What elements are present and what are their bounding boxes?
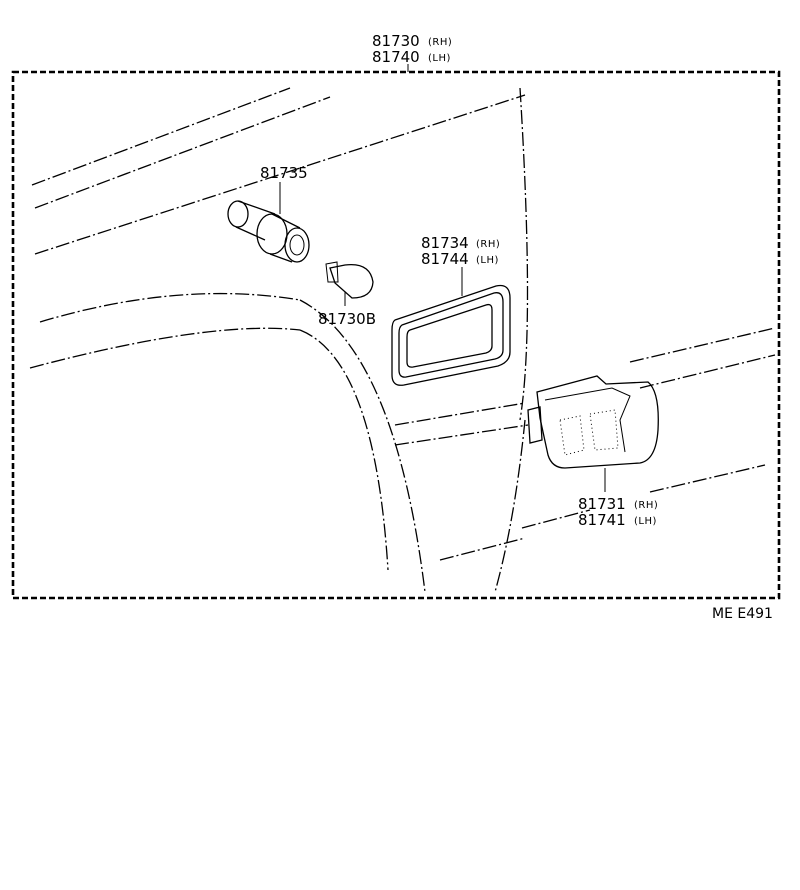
lens-drawing <box>527 375 659 492</box>
gasket-part-lh: 81744 <box>421 250 469 268</box>
assembly-side-rh: (RH) <box>428 37 452 48</box>
diagram-frame <box>11 70 781 600</box>
socket-part-number: 81735 <box>260 164 308 182</box>
assembly-part-lh: 81740 <box>372 48 420 66</box>
diagram-code: ME E491 <box>712 606 773 622</box>
gasket-side-lh: (LH) <box>476 255 499 266</box>
assembly-side-lh: (LH) <box>428 53 451 64</box>
bulb-part-number: 81730B <box>318 310 376 328</box>
bulb-drawing <box>325 261 374 306</box>
gasket-side-rh: (RH) <box>476 239 500 250</box>
assembly-part-rh: 81730 <box>372 32 420 50</box>
lens-side-lh: (LH) <box>634 516 657 527</box>
gasket-drawing <box>391 267 511 386</box>
gasket-part-rh: 81734 <box>421 234 469 252</box>
body-lines <box>29 87 776 593</box>
lens-part-rh: 81731 <box>578 495 626 513</box>
lens-part-lh: 81741 <box>578 511 626 529</box>
lens-side-rh: (RH) <box>634 500 658 511</box>
socket-drawing <box>227 182 310 263</box>
